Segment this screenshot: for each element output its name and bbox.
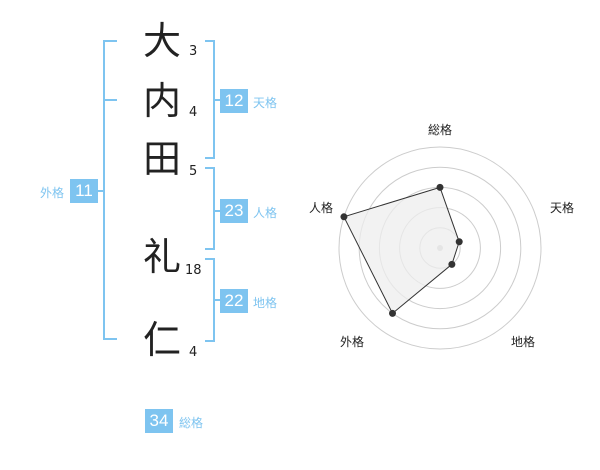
- radar-point-5: [340, 213, 348, 221]
- gaikaku-label: 外格: [40, 186, 65, 200]
- gaikaku-value-badge: 11: [70, 179, 98, 203]
- tenkaku-value-badge: 12: [220, 89, 248, 113]
- soukaku-value-badge: 34: [145, 409, 173, 433]
- radar-point-1: [436, 183, 444, 191]
- stroke-count-3: 5: [189, 164, 198, 179]
- radar-point-2: [455, 238, 463, 246]
- radar-axis-label-tenkaku: 天格: [550, 201, 575, 215]
- stroke-count-1: 3: [189, 44, 198, 59]
- radar-point-3: [448, 260, 456, 268]
- radar-axis-label-soukaku: 総格: [428, 123, 453, 137]
- name-char-5: 仁: [142, 318, 181, 362]
- name-char-1: 大: [142, 19, 181, 63]
- radar-point-4: [389, 309, 397, 317]
- tenkaku-label: 天格: [253, 96, 278, 110]
- jinkaku-bracket: [205, 167, 215, 250]
- stroke-count-2: 4: [189, 105, 198, 120]
- radar-axis-label-jinkaku: 人格: [309, 201, 334, 215]
- chikaku-value-badge: 22: [220, 289, 248, 313]
- name-char-4: 礼: [142, 235, 181, 279]
- jinkaku-label: 人格: [253, 206, 278, 220]
- stroke-count-5: 4: [189, 345, 198, 360]
- radar-grid-ring-5: [338, 146, 542, 350]
- radar-axis-label-chikaku: 地格: [511, 335, 536, 349]
- name-char-2: 内: [142, 79, 181, 123]
- radar-data-polygon: [343, 186, 460, 315]
- chikaku-label: 地格: [253, 296, 278, 310]
- soukaku-label: 総格: [179, 416, 204, 430]
- stroke-count-4: 18: [185, 263, 202, 278]
- jinkaku-value-badge: 23: [220, 199, 248, 223]
- radar-axis-label-gaikaku: 外格: [340, 335, 365, 349]
- name-char-3: 田: [142, 137, 181, 181]
